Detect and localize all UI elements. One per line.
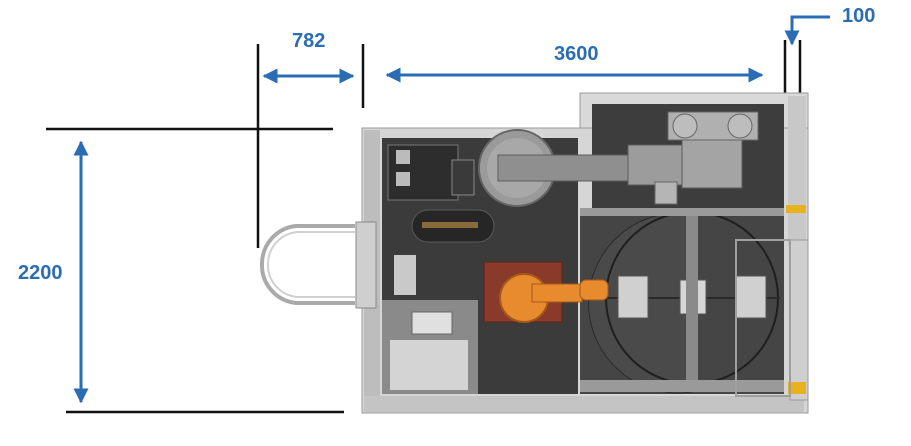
dust-collector: [478, 111, 759, 207]
control-cabinet: [387, 144, 475, 201]
dim-leader-100: [784, 15, 830, 46]
door: [259, 221, 377, 309]
dimension-3600-label: 3600: [554, 43, 599, 65]
robot: [483, 261, 609, 323]
air-tank: [411, 209, 495, 243]
dimension-782-label: 782: [292, 30, 326, 52]
right-fence: [735, 205, 809, 401]
dimension-2200-label: 2200: [18, 262, 63, 284]
dimension-100-label: 100: [842, 5, 876, 27]
turntable: [580, 208, 784, 394]
dimension-lines: [46, 15, 830, 414]
